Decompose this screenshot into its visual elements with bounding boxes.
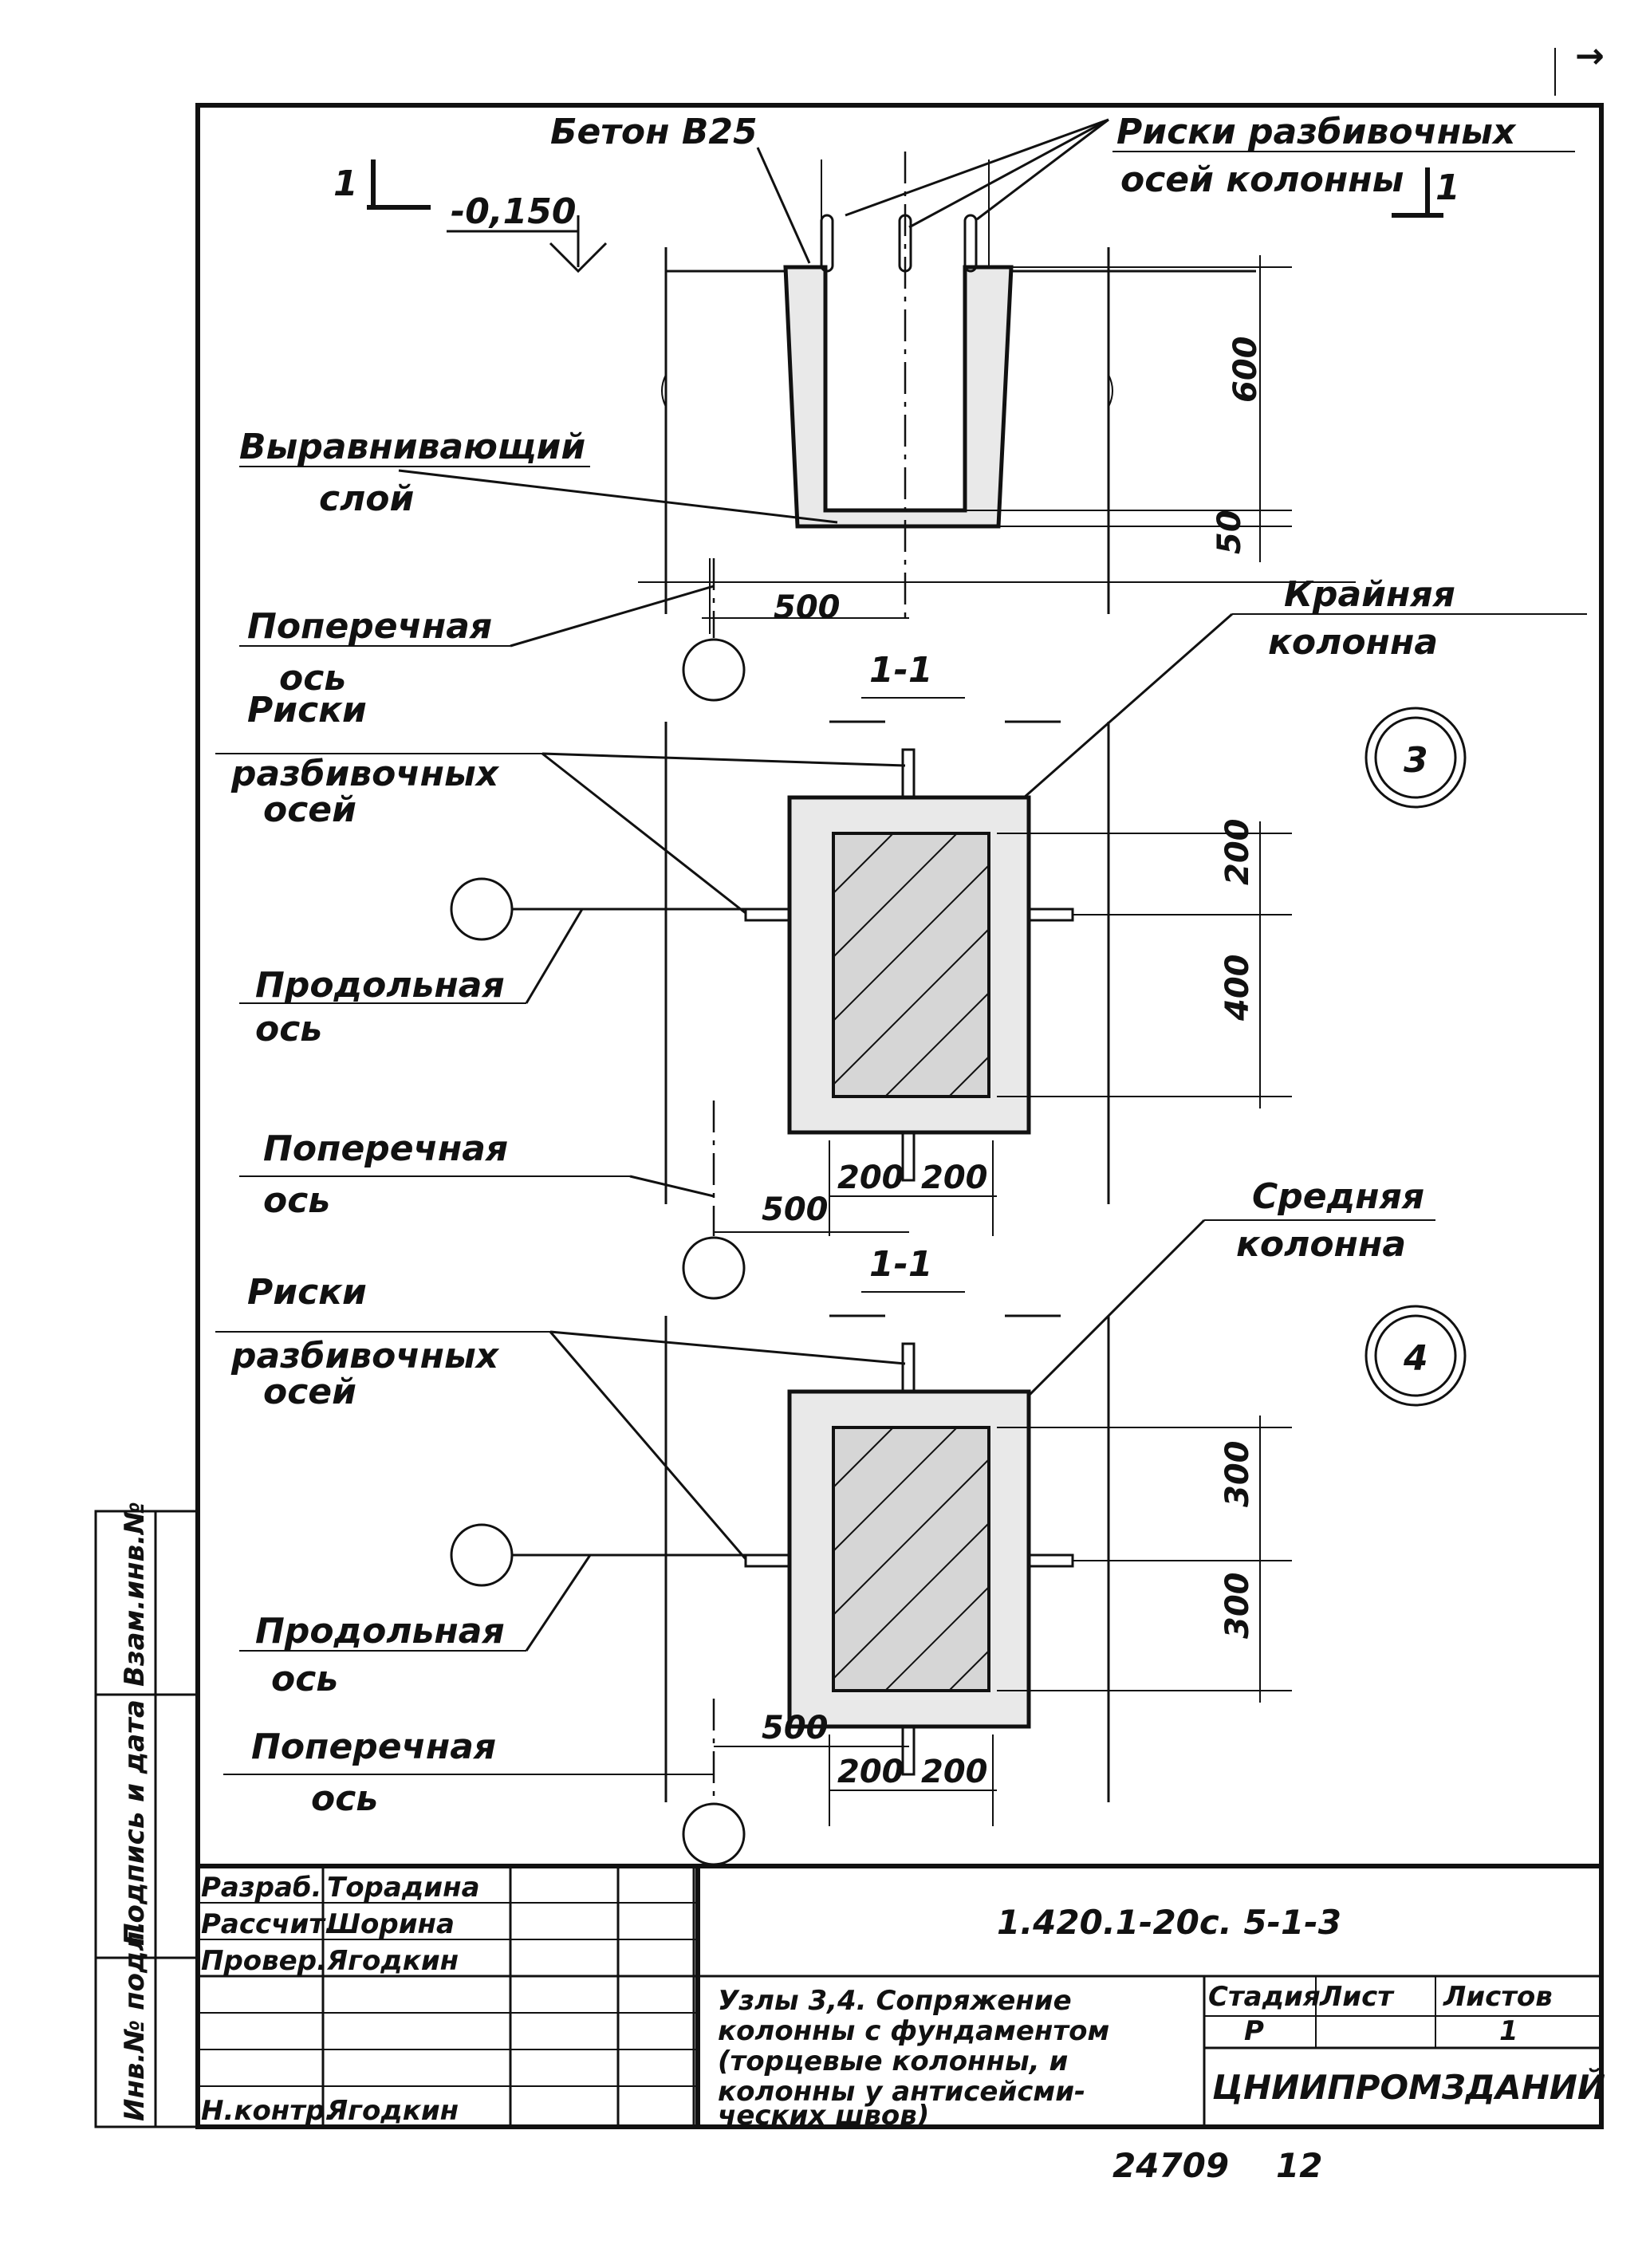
- node4-column-leader: [995, 1219, 1206, 1429]
- node4-marks-2: разбивочных: [230, 1336, 500, 1376]
- footer-page: 12: [1276, 2146, 1322, 2185]
- marks-label-line2: осей колонны: [1120, 159, 1404, 200]
- title-line-4: колонны у антисейсми-: [718, 2076, 1085, 2108]
- leveling-label-line2: слой: [319, 478, 414, 519]
- node4-cross-axis-bubble: [682, 1802, 746, 1866]
- section-mark-left: 1: [333, 163, 358, 204]
- side-stamp-field3: Инв.№ подл.: [119, 1921, 151, 2121]
- cross-axis-label-line2: ось: [279, 658, 346, 699]
- title-line-2: колонны с фундаментом: [718, 2015, 1109, 2047]
- marks-leader-1: [845, 118, 1109, 217]
- side-stamp-field2: Подпись и дата: [119, 1699, 151, 1946]
- corner-mark: →: [1575, 36, 1605, 77]
- organization: ЦНИИПРОМЗДАНИЙ: [1212, 2067, 1605, 2107]
- node3-number: 3: [1404, 740, 1428, 781]
- section-mark-right: 1: [1435, 167, 1460, 208]
- node3-cross-axis-2: ось: [263, 1180, 330, 1221]
- node4-column: [832, 1426, 990, 1692]
- concrete-label: Бетон В25: [550, 112, 758, 152]
- dim-depth: 600: [1227, 337, 1264, 404]
- dim-bottom: 50: [1211, 510, 1248, 554]
- node4-dim-right: 200: [921, 1754, 988, 1790]
- title-line-5: ческих швов): [718, 2100, 929, 2132]
- doc-code: 1.420.1-20с. 5-1-3: [997, 1903, 1341, 1942]
- node4-section-title: 1-1: [869, 1244, 933, 1285]
- side-stamp-field1: Взам.инв.№: [119, 1502, 151, 1687]
- role-2: Рассчит.: [201, 1908, 335, 1940]
- node3-long-axis-1: Продольная: [255, 965, 505, 1006]
- node4-dim-top: 300: [1219, 1441, 1256, 1508]
- marks-label-line1: Риски разбивочных: [1116, 112, 1517, 152]
- node4-long-axis-2: ось: [271, 1659, 338, 1699]
- node3-dim-right: 200: [921, 1160, 988, 1196]
- node4-dim-offset: 500: [762, 1710, 829, 1746]
- node-3-plan: 1-1 3 Крайняя колонна 200 400 200 200 50…: [215, 574, 1587, 1300]
- side-stamp: Взам.инв.№ Подпись и дата Инв.№ подл.: [94, 1502, 199, 2128]
- node4-long-axis-1: Продольная: [255, 1611, 505, 1652]
- node4-marks-1: Риски: [247, 1272, 367, 1313]
- node4-column-label-2: колонна: [1236, 1224, 1406, 1265]
- leveling-label-line1: Выравнивающий: [239, 427, 585, 467]
- node3-cross-axis-1: Поперечная: [263, 1128, 508, 1169]
- node3-column-leader: [996, 612, 1233, 823]
- title-line-3: (торцевые колонны, и: [718, 2046, 1068, 2077]
- cross-axis-bubble-1: [682, 638, 746, 702]
- node3-marks-3: осей: [263, 789, 356, 830]
- foundation-socket: [783, 265, 1014, 529]
- name-7: Ягодкин: [326, 2095, 459, 2127]
- node4-dim-bottom: 300: [1219, 1573, 1256, 1640]
- node4-marks-3: осей: [263, 1372, 356, 1412]
- node3-column-label-1: Крайняя: [1284, 574, 1455, 615]
- node4-number: 4: [1403, 1338, 1428, 1379]
- node3-marks-1: Риски: [247, 690, 367, 730]
- node-4-plan: 1-1 4 Средняя колонна 300 300 200 200 50…: [215, 1176, 1467, 1866]
- role-1: Разраб.: [201, 1872, 322, 1904]
- name-1: Торадина: [327, 1872, 480, 1904]
- node4-cross-axis-2: ось: [311, 1778, 378, 1819]
- leveling-leader: [398, 469, 838, 524]
- name-3: Ягодкин: [326, 1945, 459, 1977]
- role-7: Н.контр.: [201, 2095, 335, 2127]
- node3-dim-left: 200: [837, 1160, 904, 1196]
- node3-column-label-2: колонна: [1268, 622, 1438, 663]
- level-arrow: [549, 242, 608, 274]
- node4-column-label-1: Средняя: [1252, 1176, 1424, 1217]
- node3-column: [832, 832, 990, 1098]
- axis-mark-left: [820, 214, 834, 273]
- node3-cross-axis-bubble: [682, 1236, 746, 1300]
- node3-section-title: 1-1: [869, 650, 933, 691]
- stage-header: Стадия: [1208, 1981, 1321, 2013]
- axis-mark-right: [963, 214, 978, 273]
- sheets-header: Листов: [1443, 1981, 1553, 2013]
- node3-long-axis-2: ось: [255, 1009, 322, 1049]
- sheet-header: Лист: [1319, 1981, 1395, 2013]
- name-2: Шорина: [327, 1908, 455, 1940]
- sheets-value: 1: [1499, 2015, 1518, 2047]
- node4-dim-left: 200: [837, 1754, 904, 1790]
- node3-dim-bottom: 400: [1219, 955, 1256, 1022]
- concrete-leader: [756, 147, 811, 264]
- node3-long-axis-bubble: [450, 877, 514, 941]
- node3-hatch: [833, 833, 990, 1097]
- node3-circle-outer: [1364, 707, 1467, 809]
- stage-value: Р: [1244, 2015, 1264, 2047]
- dim-width: 500: [774, 589, 841, 626]
- section-detail: 1 1 -0,150 Бетон В25 Риски разбивочных о…: [239, 112, 1575, 702]
- node3-dim-offset: 500: [762, 1191, 829, 1228]
- node3-dim-top: 200: [1219, 819, 1256, 886]
- node4-cross-axis-1: Поперечная: [251, 1727, 496, 1767]
- node4-long-axis-bubble: [450, 1523, 514, 1587]
- title-line-1: Узлы 3,4. Сопряжение: [718, 1985, 1072, 2017]
- node4-circle-outer: [1364, 1305, 1467, 1407]
- node4-hatch: [833, 1427, 990, 1691]
- node3-marks-2: разбивочных: [230, 754, 500, 794]
- role-3: Провер.: [201, 1945, 327, 1977]
- title-block: Разраб. Рассчит. Провер. Н.контр. Торади…: [195, 1864, 1605, 2132]
- cross-axis-label-line1: Поперечная: [247, 606, 492, 647]
- footer-number: 24709: [1112, 2146, 1229, 2185]
- level-mark: -0,150: [451, 191, 576, 232]
